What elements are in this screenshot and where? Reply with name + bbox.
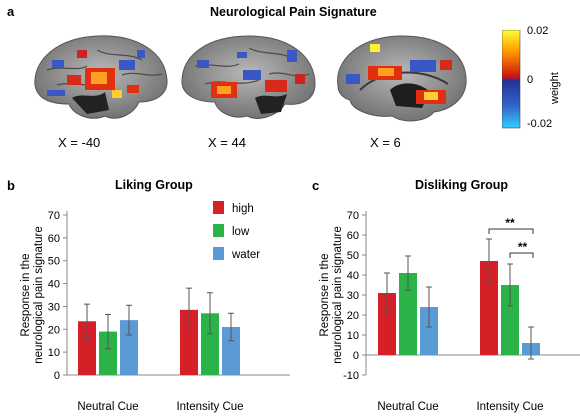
disliking-bar-high	[378, 293, 396, 355]
liking-bar-high	[78, 321, 96, 375]
disliking-bar-low	[399, 273, 417, 355]
legend-label-water: water	[231, 249, 260, 261]
disliking-y-tick-label: 50	[347, 250, 359, 262]
disliking-category-label: Intensity Cue	[476, 401, 543, 413]
disliking-bar-low	[501, 285, 519, 355]
disliking-bar-water	[420, 307, 438, 355]
liking-bar-low	[99, 331, 117, 375]
coord-label-left: X = -40	[58, 135, 101, 150]
chart-b-title: Liking Group	[115, 178, 193, 192]
figure-title: Neurological Pain Signature	[210, 5, 377, 19]
brain-image-middle	[181, 35, 316, 119]
disliking-y-tick-label: 20	[347, 310, 359, 322]
colorbar-tick-max: 0.02	[527, 25, 549, 37]
liking-bar-low	[201, 313, 219, 375]
chart-c-title: Disliking Group	[415, 178, 509, 192]
brain-image-left	[34, 35, 168, 119]
legend-swatch-low	[213, 224, 224, 237]
disliking-y-tick-label: 30	[347, 290, 359, 302]
disliking-bar-high	[480, 261, 498, 355]
coord-label-middle: X = 44	[208, 135, 246, 150]
liking-y-tick-label: 10	[48, 347, 60, 359]
liking-category-label: Intensity Cue	[176, 401, 243, 413]
significance-marker: **	[518, 240, 528, 254]
significance-bracket-high-water	[488, 228, 534, 234]
panel-c-label: c	[312, 178, 320, 193]
panel-b-label: b	[7, 178, 15, 193]
disliking-y-tick-label: 0	[353, 350, 359, 362]
disliking-y-axis-label: Response in the	[319, 253, 331, 336]
colorbar-label: weight	[549, 72, 561, 104]
legend-swatch-high	[213, 201, 224, 214]
liking-y-axis-label: Response in the	[20, 253, 32, 336]
liking-y-tick-label: 60	[48, 233, 60, 245]
disliking-y-tick-label: 70	[347, 210, 359, 222]
colorbar-tick-zero: 0	[527, 74, 534, 86]
liking-y-tick-label: 50	[48, 256, 60, 268]
coord-label-right: X = 6	[370, 135, 401, 150]
disliking-y-tick-label: 40	[347, 270, 359, 282]
liking-bar-water	[222, 327, 240, 375]
panel-a-label: a	[7, 4, 15, 19]
brain-image-right	[337, 35, 467, 122]
disliking-y-tick-label: 10	[347, 330, 359, 342]
liking-y-tick-label: 0	[54, 370, 60, 382]
liking-bar-water	[120, 320, 138, 375]
liking-bar-high	[180, 309, 198, 375]
legend-label-high: high	[232, 203, 254, 215]
liking-y-tick-label: 40	[48, 279, 60, 291]
colorbar	[502, 30, 521, 129]
liking-category-label: Neutral Cue	[77, 401, 138, 413]
liking-y-axis-label: neurological pain signature	[33, 226, 45, 363]
legend-swatch-water	[213, 247, 224, 260]
liking-y-tick-label: 30	[48, 301, 60, 313]
disliking-y-tick-label: -10	[343, 370, 359, 382]
disliking-y-tick-label: 60	[347, 230, 359, 242]
legend-label-low: low	[232, 226, 250, 238]
colorbar-tick-min: -0.02	[527, 118, 553, 130]
significance-marker: **	[505, 216, 515, 230]
disliking-category-label: Neutral Cue	[377, 401, 438, 413]
liking-y-tick-label: 70	[48, 210, 60, 222]
significance-bracket-low-water	[509, 252, 534, 258]
liking-y-tick-label: 20	[48, 324, 60, 336]
disliking-y-axis-label: neurological pain signature	[332, 226, 344, 363]
